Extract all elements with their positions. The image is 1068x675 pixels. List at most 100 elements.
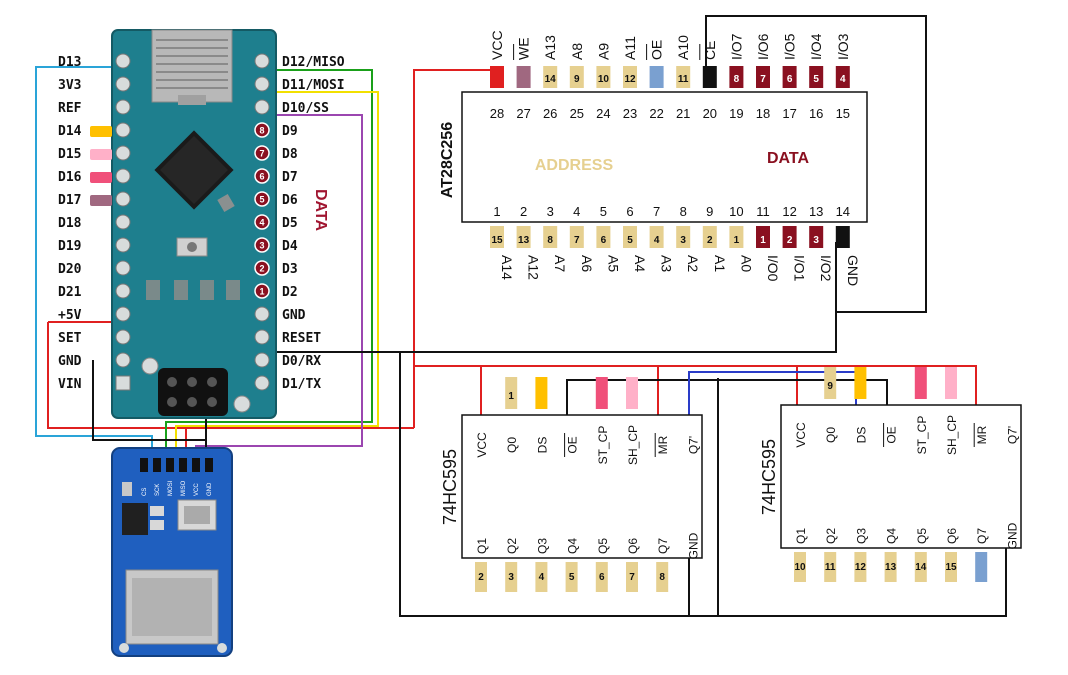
wire-mosi — [165, 69, 373, 462]
eeprom-pin-name: I/O6 — [755, 33, 771, 60]
eeprom-pin-tag-number: 6 — [787, 74, 793, 85]
sr-pin-tag — [565, 562, 578, 592]
eeprom-pin-tag-number: 9 — [574, 74, 580, 85]
sr-pin-tag — [824, 552, 837, 582]
eeprom-pin-tag — [809, 226, 824, 248]
sd-pin-label: GND — [207, 482, 213, 496]
eeprom-pin-tag-number: 13 — [518, 235, 530, 246]
sr-pin-name: GND — [1005, 522, 1019, 549]
sr-pin-tag-number: 6 — [599, 572, 605, 583]
eeprom-pin-number: 17 — [782, 106, 796, 121]
eeprom-pin-tag — [835, 226, 850, 248]
header-pin — [115, 76, 131, 92]
sr1-name: 74HC595 — [440, 449, 460, 525]
sr-pin-name: Q6 — [626, 538, 640, 554]
marker-d17 — [90, 195, 112, 206]
sr-pin-tag-number: 2 — [478, 572, 484, 583]
sr-pin-name: OE — [566, 436, 580, 453]
sd-pin — [179, 458, 187, 472]
eeprom-top-pins: VCC28WE2714A13269A82510A92412A1123OE2211… — [489, 30, 851, 121]
eeprom-body — [461, 91, 868, 223]
eeprom-pin-name: A10 — [675, 35, 691, 60]
sr-pin-name: SH_CP — [945, 415, 959, 455]
eeprom-pin-tag — [623, 226, 637, 248]
header-pin — [115, 145, 131, 161]
eeprom-pin-number: 26 — [543, 106, 557, 121]
eeprom-pin-tag — [649, 66, 664, 88]
sr-pin-name: GND — [686, 532, 700, 559]
eeprom-pin-tag — [729, 226, 744, 248]
eeprom-pin-tag — [809, 66, 824, 88]
sr-pin-tag — [854, 367, 867, 399]
sd-pin-label: MISO — [181, 480, 187, 496]
eeprom-pin-tag-number: 15 — [491, 235, 503, 246]
eeprom-pin-tag — [676, 66, 691, 88]
sr-pin-tag — [505, 377, 518, 409]
sr-pin-name: VCC — [475, 432, 489, 458]
eeprom-pin-number: 3 — [547, 204, 554, 219]
arduino-pin-label: VIN — [58, 377, 82, 392]
eeprom-pin-name: I/O2 — [818, 255, 834, 282]
eeprom-pin-name: I/O5 — [782, 33, 798, 60]
eeprom-pin-tag — [623, 66, 637, 88]
eeprom-pin-tag — [569, 66, 584, 88]
data-pin-number: 5 — [259, 195, 264, 205]
eeprom-pin-number: 12 — [782, 204, 796, 219]
arduino-data-label: DATA — [312, 189, 329, 232]
eeprom-pin-name: I/O0 — [765, 255, 781, 282]
eeprom-pin-name: A6 — [579, 255, 595, 272]
eeprom-pin-number: 16 — [809, 106, 823, 121]
eeprom-pin-tag-number: 5 — [627, 235, 633, 246]
eeprom-pin-number: 13 — [809, 204, 823, 219]
eeprom-pin-tag-number: 1 — [760, 235, 766, 246]
sr-pin-name: Q1 — [475, 538, 489, 554]
marker-d16 — [90, 172, 112, 183]
eeprom-pin-tag-number: 2 — [787, 235, 793, 246]
eeprom-pin-name: CE — [702, 41, 718, 60]
header-pin — [254, 375, 270, 391]
eeprom-pin-tag — [702, 226, 717, 248]
data-pin-number: 6 — [259, 172, 264, 182]
arduino-pin-label: D2 — [282, 285, 298, 300]
arduino-color-markers — [90, 126, 112, 206]
header-pin — [115, 283, 131, 299]
eeprom-pin-number: 10 — [729, 204, 743, 219]
sd-pin-label: CS — [142, 488, 148, 496]
wire-gnd-eeprom — [400, 242, 837, 353]
sr-pin-name: Q3 — [854, 528, 868, 544]
wire-sck — [35, 66, 153, 462]
eeprom-pin-tag — [543, 226, 558, 248]
eeprom-pin-tag-number: 2 — [707, 235, 713, 246]
sr-pin-tag — [794, 552, 806, 582]
arduino-pin-label: D1/TX — [282, 377, 321, 392]
header-pin — [254, 306, 270, 322]
eeprom-pin-tag — [543, 66, 558, 88]
sr-pin-name: ST_CP — [915, 416, 929, 455]
eeprom-pin-tag — [702, 66, 717, 88]
eeprom-pin-number: 20 — [703, 106, 717, 121]
eeprom-pin-tag-number: 14 — [545, 74, 557, 85]
sr-pin-tag-number: 9 — [827, 381, 833, 392]
eeprom-pin-number: 7 — [653, 204, 660, 219]
arduino-left-header — [115, 53, 131, 391]
sr-pin-name: Q0 — [505, 437, 519, 453]
arduino-pin-label: D16 — [58, 170, 82, 185]
eeprom-pin-tag — [596, 226, 611, 248]
eeprom-pin-tag-number: 7 — [574, 235, 580, 246]
eeprom-pin-name: I/O3 — [835, 33, 851, 60]
arduino-pin-label: D3 — [282, 262, 298, 277]
arduino-pin-label: D21 — [58, 285, 82, 300]
arduino-pin-label: REF — [58, 101, 82, 116]
eeprom-pin-name: I/O4 — [808, 33, 824, 60]
sr2-body — [780, 404, 1022, 549]
wire-vcc-rail — [47, 322, 414, 429]
eeprom-pin-tag-number: 8 — [734, 74, 740, 85]
eeprom-pin-name: A14 — [499, 255, 515, 280]
sr-pin-tag-number: 11 — [825, 562, 836, 573]
sr1-body — [461, 414, 703, 559]
eeprom-pin-name: A13 — [542, 35, 558, 60]
header-pin — [115, 237, 131, 253]
